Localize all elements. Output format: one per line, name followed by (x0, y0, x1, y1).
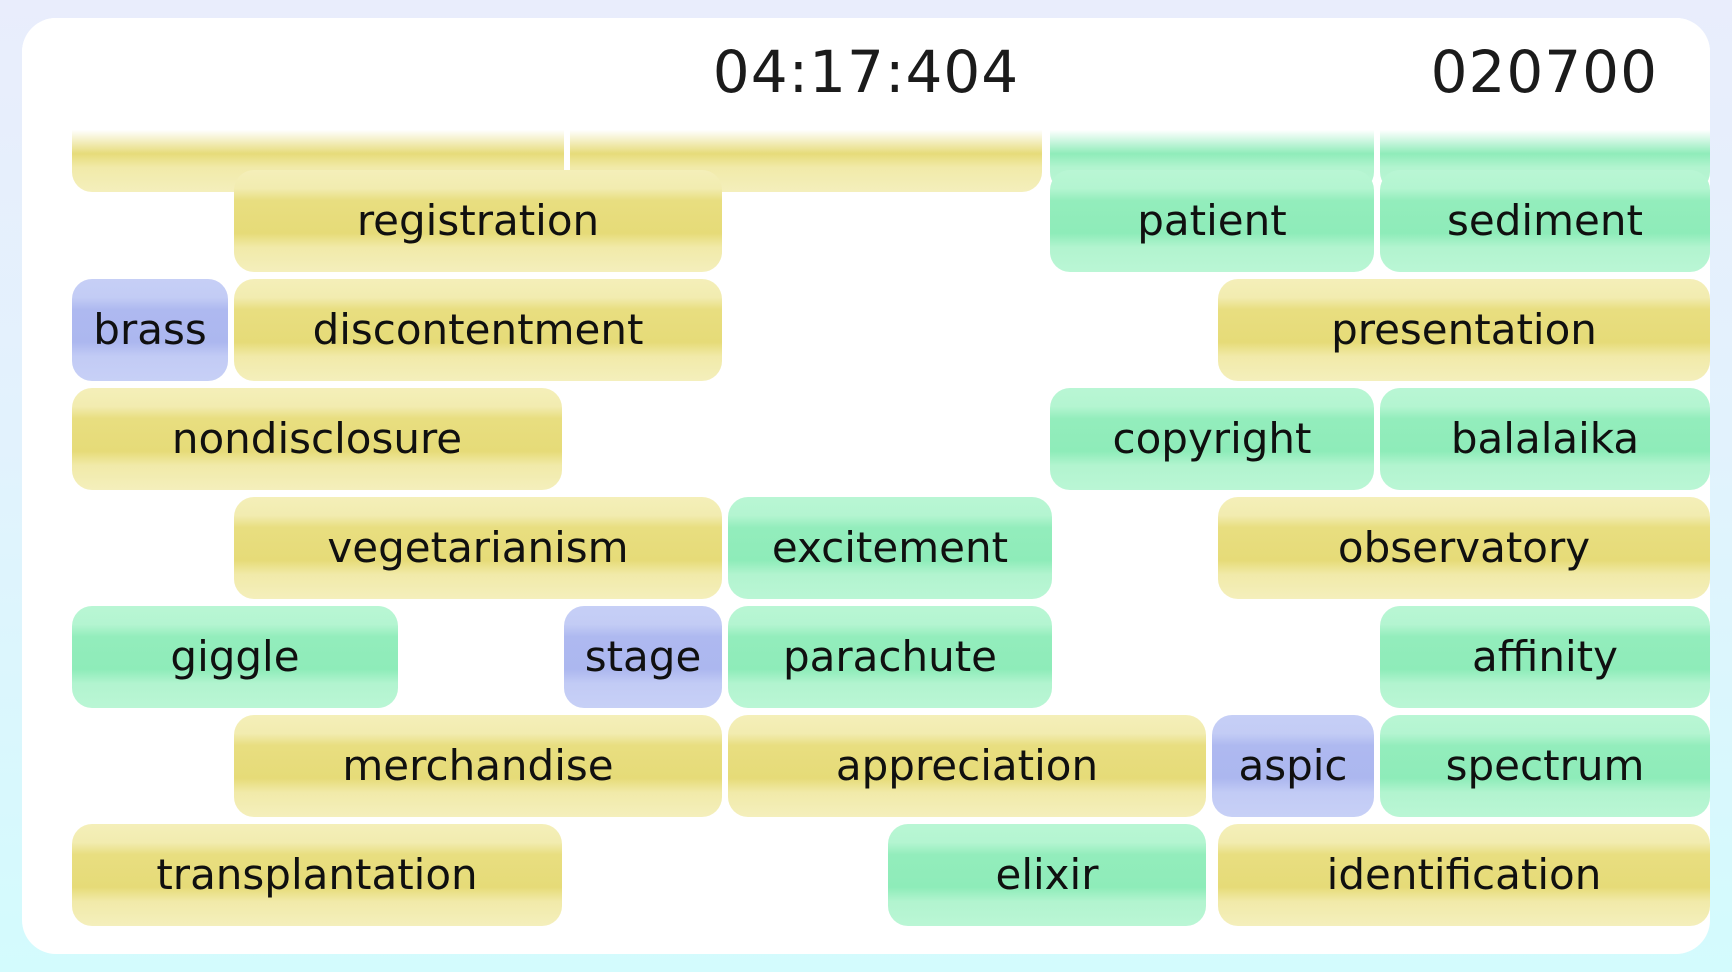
word-tile-affinity[interactable]: affinity (1380, 606, 1710, 708)
word-tile-sediment[interactable]: sediment (1380, 170, 1710, 272)
word-tile-label: presentation (1331, 305, 1597, 354)
word-tile-label: stage (584, 632, 702, 681)
word-tile-label: aspic (1238, 741, 1348, 790)
word-tile-balalaika[interactable]: balalaika (1380, 388, 1710, 490)
word-tile-excitement[interactable]: excitement (728, 497, 1052, 599)
word-tile-vegetarianism[interactable]: vegetarianism (234, 497, 722, 599)
word-tile-label: transplantation (156, 850, 478, 899)
word-tile-appreciation[interactable]: appreciation (728, 715, 1206, 817)
word-tile-copyright[interactable]: copyright (1050, 388, 1374, 490)
word-tile-board[interactable]: registration patient sediment brass disconte… (22, 18, 1710, 954)
game-window: registration patient sediment brass disconte… (22, 18, 1710, 954)
word-tile-label: spectrum (1445, 741, 1645, 790)
word-tile-label: merchandise (342, 741, 614, 790)
word-tile-label: affinity (1472, 632, 1618, 681)
word-tile-label: elixir (995, 850, 1099, 899)
word-tile-label: nondisclosure (171, 414, 463, 463)
word-tile-spectrum[interactable]: spectrum (1380, 715, 1710, 817)
word-tile-label: parachute (782, 632, 998, 681)
word-tile-aspic[interactable]: aspic (1212, 715, 1374, 817)
word-tile-label: copyright (1112, 414, 1312, 463)
timer-display: 04:17:404 (712, 38, 1020, 106)
word-tile-brass[interactable]: brass (72, 279, 228, 381)
word-tile-observatory[interactable]: observatory (1218, 497, 1710, 599)
word-tile-transplantation[interactable]: transplantation (72, 824, 562, 926)
word-tile-discontentment[interactable]: discontentment (234, 279, 722, 381)
word-tile-label: balalaika (1450, 414, 1640, 463)
word-tile-label: vegetarianism (327, 523, 629, 572)
word-tile-label: patient (1137, 196, 1287, 245)
word-tile-label: sediment (1447, 196, 1643, 245)
word-tile-label: registration (356, 196, 600, 245)
word-tile-presentation[interactable]: presentation (1218, 279, 1710, 381)
word-tile-nondisclosure[interactable]: nondisclosure (72, 388, 562, 490)
game-header: 04:17:404 020700 (22, 18, 1710, 122)
word-tile-registration[interactable]: registration (234, 170, 722, 272)
word-tile-merchandise[interactable]: merchandise (234, 715, 722, 817)
word-tile-elixir[interactable]: elixir (888, 824, 1206, 926)
word-tile-label: observatory (1337, 523, 1591, 572)
word-tile-identification[interactable]: identification (1218, 824, 1710, 926)
score-display: 020700 (1430, 38, 1658, 106)
word-tile-parachute[interactable]: parachute (728, 606, 1052, 708)
word-tile-stage[interactable]: stage (564, 606, 722, 708)
word-tile-label: appreciation (835, 741, 1099, 790)
word-tile-label: excitement (771, 523, 1009, 572)
word-tile-label: discontentment (312, 305, 644, 354)
word-tile-patient[interactable]: patient (1050, 170, 1374, 272)
word-tile-label: giggle (170, 632, 300, 681)
word-tile-label: identification (1326, 850, 1602, 899)
word-tile-label: brass (93, 305, 207, 354)
word-tile-giggle[interactable]: giggle (72, 606, 398, 708)
